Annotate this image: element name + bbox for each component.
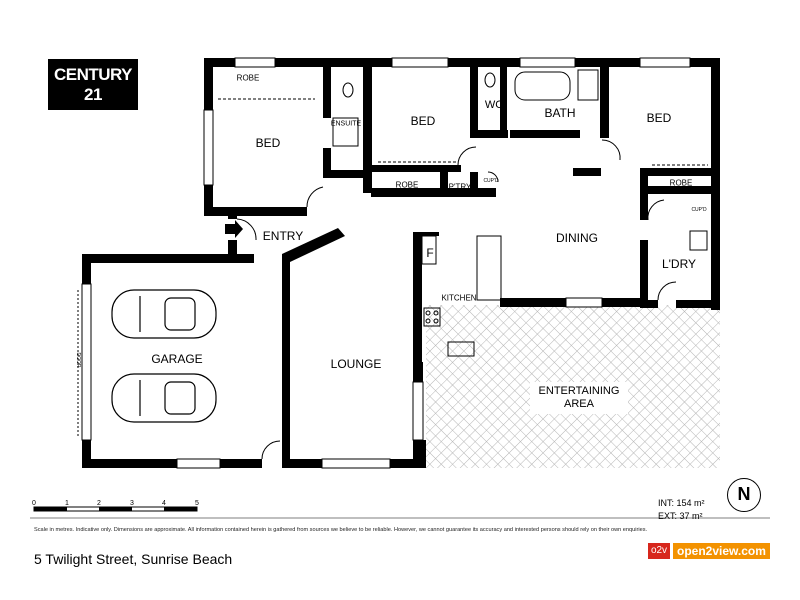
- label-bed-2: BED: [410, 114, 436, 128]
- property-address: 5 Twilight Street, Sunrise Beach: [34, 551, 233, 567]
- logo-brand: CENTURY 21: [53, 65, 133, 104]
- label-fridge: F: [426, 246, 434, 260]
- label-kitchen: KITCHEN: [441, 293, 477, 303]
- fixtures: [77, 69, 708, 436]
- label-bath: BATH: [544, 106, 576, 120]
- open2view-badge-icon: o2v: [648, 543, 670, 559]
- area-summary: INT: 154 m² EXT: 37 m²: [658, 497, 705, 523]
- open2view-logo: o2v open2view.com: [648, 543, 770, 559]
- label-robe-2: ROBE: [395, 180, 419, 190]
- north-compass-icon: N: [727, 478, 761, 512]
- scale-tick-4: 4: [162, 500, 166, 507]
- windows: [81, 57, 691, 469]
- label-ensuite: ENSUITE: [330, 120, 362, 128]
- entertaining-line-1: ENTERTAINING: [538, 385, 620, 397]
- label-wc: WC: [484, 99, 504, 111]
- entertaining-paving-strip: [426, 368, 508, 468]
- label-cupd-2: CUP'D: [691, 207, 707, 213]
- logo-group: CONOLLY HAY GROUP: [52, 111, 134, 118]
- label-bed-1: BED: [255, 136, 281, 150]
- scale-tick-3: 3: [130, 500, 134, 507]
- label-robe-3: ROBE: [669, 178, 693, 188]
- entertaining-line-2: AREA: [564, 398, 594, 410]
- label-cupd-1: CUP'D: [483, 178, 499, 184]
- label-ptry: P'TRY: [448, 182, 472, 192]
- door-swings: [236, 139, 677, 460]
- scale-bar: [30, 506, 770, 519]
- car-bottom: [111, 373, 217, 423]
- scale-tick-2: 2: [97, 500, 101, 507]
- label-bed-3: BED: [646, 111, 672, 125]
- open2view-label: open2view.com: [673, 543, 770, 559]
- label-dining: DINING: [556, 231, 598, 245]
- entry-arrow: [225, 220, 243, 238]
- label-entry: ENTRY: [262, 229, 304, 243]
- disclaimer: Scale in metres. Indicative only. Dimens…: [34, 527, 648, 533]
- label-robe-1: ROBE: [236, 73, 260, 83]
- label-garage-door: DOOR: [75, 352, 81, 368]
- area-internal: INT: 154 m²: [658, 498, 705, 508]
- walls: [82, 58, 720, 468]
- scale-tick-1: 1: [65, 500, 69, 507]
- label-garage: GARAGE: [151, 352, 203, 366]
- area-external: EXT: 37 m²: [658, 511, 703, 521]
- scale-tick-0: 0: [32, 500, 36, 507]
- century21-logo: CENTURY 21 CONOLLY HAY GROUP: [48, 59, 138, 118]
- label-entertaining-area: ENTERTAINING AREA: [530, 382, 628, 414]
- label-laundry: L'DRY: [661, 257, 697, 271]
- scale-tick-5: 5: [195, 500, 199, 507]
- car-top: [111, 289, 217, 339]
- label-lounge: LOUNGE: [330, 357, 382, 371]
